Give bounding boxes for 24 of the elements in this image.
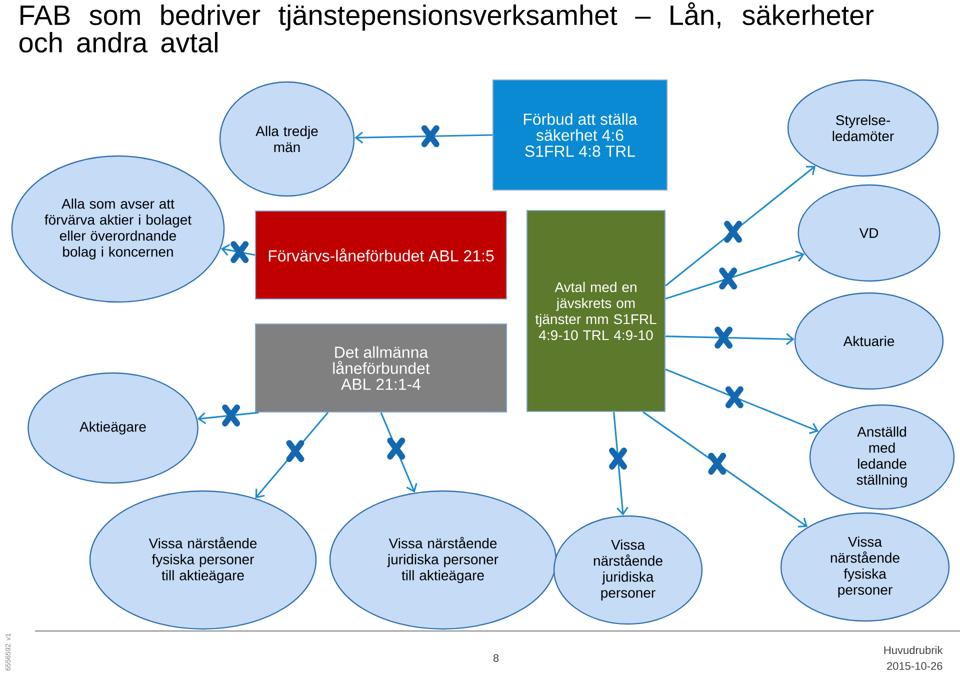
ellipse-node: VD [798,184,940,282]
arrow [665,368,819,434]
ellipse-node: Anställd med ledande ställning [809,404,955,510]
arrow [665,166,816,286]
footer-text: 2015-10-26 [887,662,942,670]
ellipse-node: Vissa närstående juridiska personer till aktieägare [329,490,557,630]
ellipse-node: Alla som avser att förvärva aktier i bolaget eller överordnande bolag i koncernen [11,155,225,303]
arrow [666,333,794,346]
ellipse-node: Vissa närstående juridiska personer [553,515,703,625]
arrow [665,250,805,300]
title: FAB som bedriver tjänstepensionsverksamhet – Lån, säkerheter och andra avtal [19,2,874,53]
ellipse-node: Styrelse-ledamöter [787,79,939,177]
footer-text: Huvudrubrik [884,646,943,654]
arrow [197,412,259,424]
ellipse-node: Vissa närstående fysiska personer till aktieägare [89,490,317,630]
ellipse-node: Vissa närstående fysiska personer [780,512,950,622]
ellipse-node: Aktuarie [794,292,944,390]
arrow [354,132,492,144]
arrow [613,412,628,516]
arrow [642,411,808,528]
ellipse-node: Alla tredje män [219,81,355,197]
ellipse-node: Aktieägare [28,372,198,484]
arrow [220,244,256,256]
page-number: 8 [493,654,499,662]
